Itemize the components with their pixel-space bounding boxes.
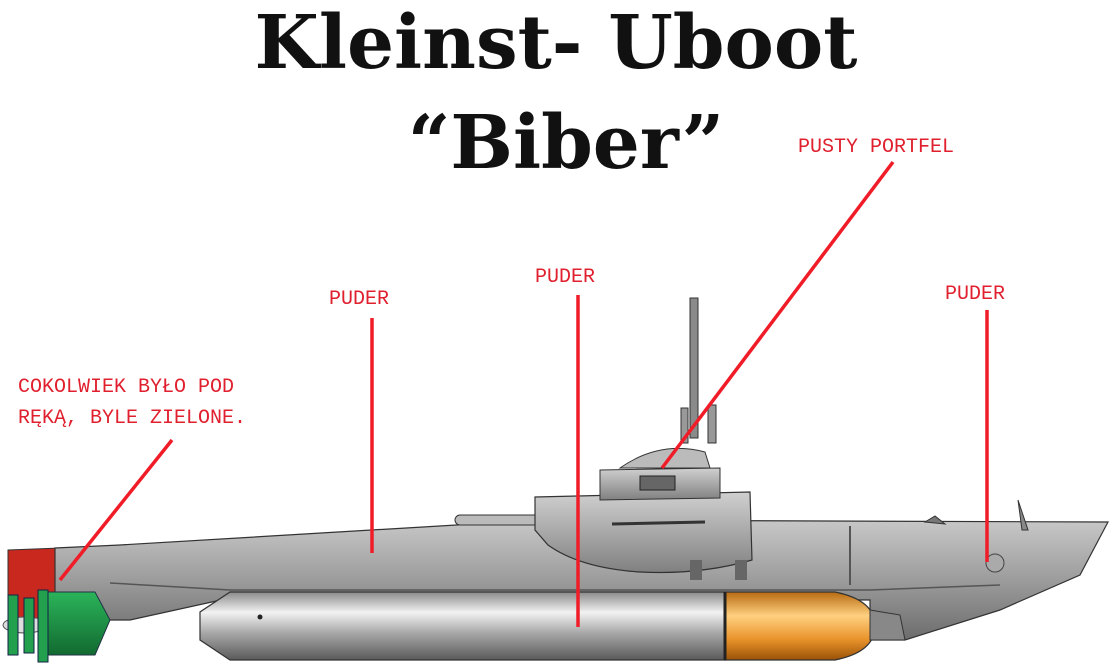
title-line-1: Kleinst- Uboot bbox=[255, 0, 858, 86]
torpedo bbox=[199, 591, 876, 661]
label-green-line-1: COKOLWIEK BYŁO POD bbox=[18, 376, 234, 399]
label-green-line-2: RĘKĄ, BYLE ZIELONE. bbox=[18, 407, 246, 430]
label-portfolio: PUSTY PORTFEL bbox=[798, 136, 954, 159]
label-puder-right: PUDER bbox=[945, 283, 1005, 306]
title-line-2: “Biber” bbox=[408, 100, 724, 186]
label-puder-center: PUDER bbox=[535, 266, 595, 289]
propeller bbox=[2, 589, 111, 663]
conning-tower bbox=[534, 447, 753, 580]
periscope bbox=[680, 297, 717, 444]
label-puder-left: PUDER bbox=[329, 288, 389, 311]
pointer-green bbox=[58, 438, 174, 582]
pointer-portfolio bbox=[660, 160, 895, 470]
